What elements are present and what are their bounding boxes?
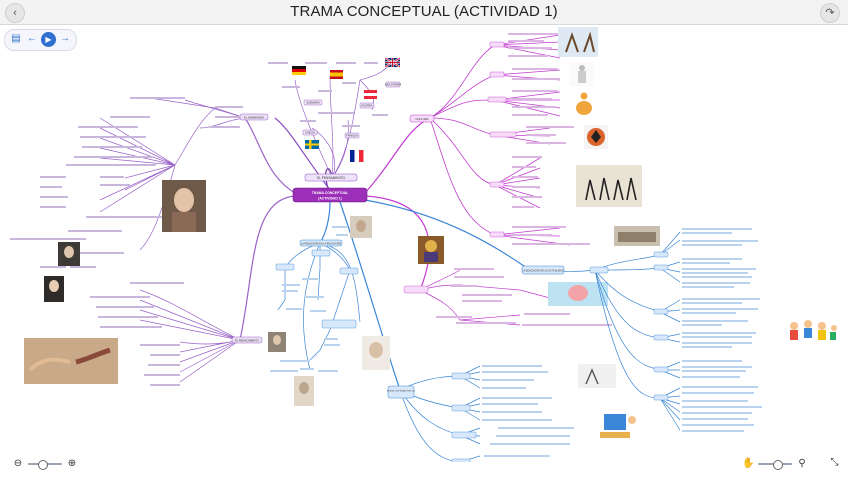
slides-button[interactable]: ▤ [9, 31, 23, 47]
central-topic-title: TRAMA CONCEPTUAL [312, 191, 349, 195]
children-cartoon-image [784, 316, 837, 358]
share-arrow-icon: ↷ [825, 7, 835, 19]
zoom-control-left: ⊖ ⊕ [12, 456, 78, 472]
search-button[interactable]: ⚲ [796, 458, 808, 470]
portrait-image-3 [44, 276, 64, 302]
next-icon: → [60, 33, 70, 44]
education-today-node[interactable] [521, 265, 565, 275]
presentation-toolbar: ▤ ← ▶ → [4, 29, 77, 51]
prev-button[interactable]: ← [25, 31, 39, 47]
spain-flag-icon [330, 70, 343, 79]
scientist-illustration-image [578, 364, 616, 388]
chevron-left-icon: ‹ [13, 7, 17, 19]
pedagogy-node[interactable] [299, 239, 343, 247]
religious-painting-image [418, 236, 444, 264]
hand-icon: ✋ [742, 458, 755, 469]
branch-label: LA PEDAGOGÍA EN LA EDUCACIÓN [301, 242, 341, 245]
statue-image [570, 62, 594, 86]
zoom-out-icon: ⊖ [13, 458, 23, 469]
central-topic[interactable]: TRAMA CONCEPTUAL (ACTIVIDAD 1) [292, 187, 368, 203]
search-icon: ⚲ [798, 458, 806, 469]
classroom-image [614, 226, 660, 246]
greek-wrestlers-image [558, 27, 598, 57]
renaissance-node[interactable] [231, 336, 263, 344]
branch-node[interactable] [304, 173, 358, 182]
play-icon: ▶ [45, 34, 52, 44]
prev-icon: ← [27, 33, 37, 44]
greek-vase-image [584, 125, 608, 149]
connector [364, 195, 430, 291]
country-label: AUSTRIA [361, 104, 373, 108]
zoom-out-button[interactable]: ⊖ [12, 458, 24, 470]
portrait-pestalozzi-image [350, 216, 372, 238]
branch-label: EL HUMANISMO [244, 115, 264, 119]
branch-label: EL PENSAMIENTO [317, 176, 345, 180]
creation-of-adam-image [24, 338, 118, 384]
branch-label: CULTURA [415, 117, 428, 121]
school-cluster [403, 268, 612, 326]
slides-icon: ▤ [11, 33, 21, 44]
culture-node[interactable] [409, 114, 435, 123]
portrait-herbart-image [268, 332, 286, 352]
country-label: INGLATERRA [385, 83, 402, 87]
france-flag-icon [350, 150, 364, 162]
connector [319, 201, 331, 244]
country-label: ALEMANIA [306, 101, 319, 105]
play-button[interactable]: ▶ [41, 31, 56, 47]
fullscreen-button[interactable]: ⤡ [829, 457, 840, 468]
portrait-comenio-image [294, 376, 314, 406]
austria-flag-icon [364, 90, 377, 99]
branch-label: EL RENACIMIENTO [235, 338, 259, 342]
country-node-inglaterra[interactable] [385, 81, 401, 88]
country-label: SUECIA [305, 131, 315, 135]
zoom-slider[interactable] [28, 460, 62, 470]
germany-flag-icon [292, 66, 306, 75]
zoom-slider-right[interactable] [758, 460, 792, 470]
humanism-cluster: EL HUMANISMO EL RENACIMIENTO [10, 97, 269, 386]
connector [364, 117, 431, 194]
zoom-in-icon: ⊕ [67, 458, 77, 469]
central-topic-subtitle: (ACTIVIDAD 1) [318, 197, 342, 201]
portrait-froebel-image [362, 336, 390, 370]
country-node-alemania[interactable] [303, 99, 323, 106]
connector [244, 117, 296, 194]
country-node-suecia[interactable] [302, 129, 318, 136]
country-label: FRANCIA [346, 134, 358, 138]
branch-label: LA EDUCACIÓN EN LA ACTUALIDAD [523, 269, 564, 272]
zoom-slider-knob-right[interactable] [772, 460, 783, 470]
title-bar: ‹ TRAMA CONCEPTUAL (ACTIVIDAD 1) ↷ [0, 0, 848, 25]
country-node-francia[interactable] [344, 132, 360, 139]
culture-cluster: CULTURA [409, 27, 642, 246]
sweden-flag-icon [305, 140, 319, 149]
portrait-image-2 [58, 242, 80, 266]
education-today-cluster: LA EDUCACIÓN EN LA ACTUALIDAD [521, 226, 837, 432]
mind-map-canvas[interactable]: EL PENSAMIENTO A [0, 26, 848, 462]
pedagogy-cluster: LA PEDAGOGÍA EN LA EDUCACIÓN [268, 216, 444, 406]
country-node-austria[interactable] [359, 102, 375, 109]
brain-student-image [548, 282, 608, 306]
connector [339, 201, 401, 391]
uk-flag-icon [384, 57, 401, 68]
hand-tool-button[interactable]: ✋ [742, 458, 754, 470]
student-computer-image [596, 410, 638, 450]
connector [364, 199, 531, 271]
branch-label: MODELOS PEDAGÓGICOS [387, 390, 415, 393]
page-title: TRAMA CONCEPTUAL (ACTIVIDAD 1) [290, 3, 558, 20]
fullscreen-icon: ⤡ [830, 457, 839, 468]
school-node[interactable] [403, 285, 429, 294]
buddha-figure-image [572, 90, 596, 118]
back-button[interactable]: ‹ [5, 3, 25, 23]
rousseau-portrait-image [162, 180, 206, 232]
models-node[interactable] [387, 385, 415, 399]
philosophy-cluster: EL PENSAMIENTO A [268, 57, 402, 182]
next-button[interactable]: → [58, 31, 72, 47]
zoom-control-right: ✋ ⚲ [742, 456, 808, 472]
share-button[interactable]: ↷ [820, 3, 840, 23]
connector [239, 195, 296, 341]
zoom-slider-knob[interactable] [38, 460, 49, 470]
zoom-in-button[interactable]: ⊕ [66, 458, 78, 470]
pedagogical-models-cluster: MODELOS PEDAGÓGICOS [387, 364, 638, 462]
olympic-runners-image [576, 165, 642, 207]
